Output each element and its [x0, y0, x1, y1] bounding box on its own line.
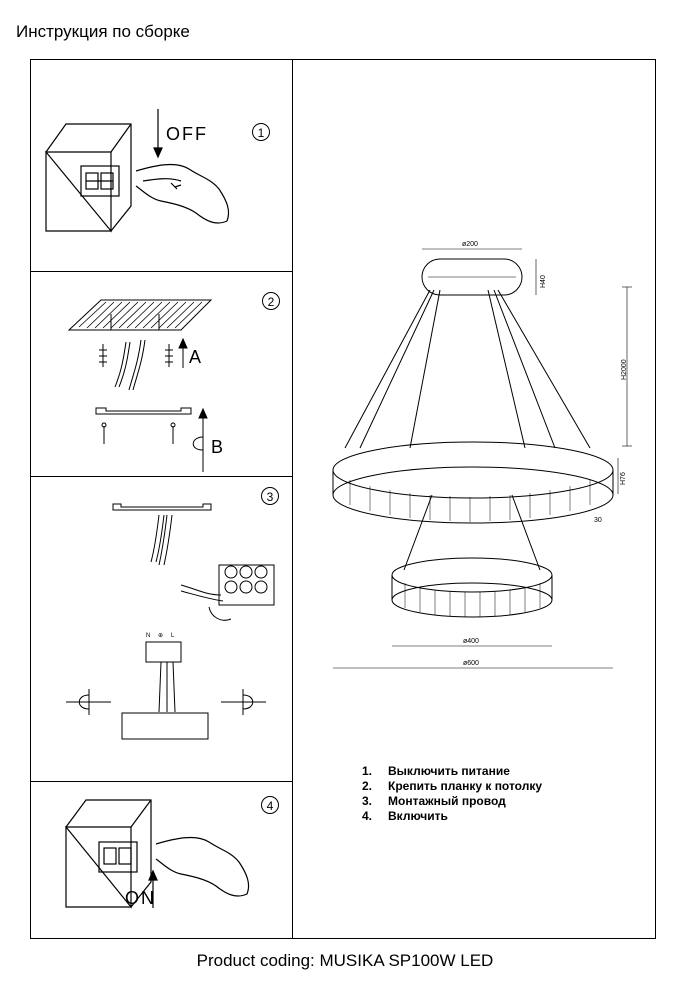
lower-ring: [391, 557, 553, 593]
step-item: 4.Включить: [362, 809, 448, 823]
up-arrow-icon: [178, 337, 188, 349]
column-divider: [292, 59, 294, 939]
step-number-3: 3: [261, 487, 279, 505]
dim-canopy-height: H40: [540, 275, 547, 288]
panel-switch-on: ON: [64, 799, 250, 909]
upper-ring: [332, 441, 614, 499]
switch-plate: [98, 841, 138, 873]
panel-switch-off: OFF: [44, 109, 230, 233]
down-arrow-icon: [153, 147, 163, 159]
rotate-arrow-icon: [192, 436, 204, 451]
rotate-arrow-icon: [242, 694, 254, 710]
step-number-1: 1: [252, 123, 270, 141]
wall-switch-box: [45, 123, 132, 232]
connector-block: [145, 641, 182, 663]
wall-plug-icon: [165, 344, 173, 367]
step-list: 1.Выключить питание 2.Крепить планку к п…: [362, 764, 542, 824]
step-number-4: 4: [261, 796, 279, 814]
panel-ceiling-mount: A B: [67, 299, 223, 472]
panel-divider: [30, 781, 292, 783]
wire: [114, 341, 127, 388]
step-number-2: 2: [262, 292, 280, 310]
step-item: 2.Крепить планку к потолку: [362, 779, 543, 793]
panel-divider: [30, 476, 292, 478]
dim-upper-diameter: ø600: [463, 660, 479, 667]
on-label: ON: [125, 888, 156, 908]
wall-switch-box: [65, 799, 152, 908]
suspension-cable: [344, 289, 431, 449]
wire: [180, 584, 222, 596]
hand-icon: [135, 163, 230, 224]
panel-wiring: N ⊕ L: [66, 503, 275, 740]
label-a: A: [189, 347, 201, 367]
dim-canopy-diameter: ø200: [462, 241, 478, 248]
canopy: [421, 258, 523, 296]
step-item: 1.Выключить питание: [362, 764, 510, 778]
off-label: OFF: [166, 124, 208, 144]
panel-divider: [30, 271, 292, 273]
canopy-body: [121, 712, 209, 740]
wall-plug-icon: [99, 344, 107, 367]
dim-suspension-height: H2000: [621, 359, 628, 380]
switch-plate: [80, 165, 120, 197]
step-item: 3.Монтажный провод: [362, 794, 506, 808]
chandelier-drawing: ø200 H40 H2000 H76 30 ø400 ø600: [332, 241, 632, 669]
terminal-label-n: N: [146, 633, 150, 639]
terminal-block: [218, 564, 275, 606]
mounting-bracket: [112, 503, 212, 511]
mounting-bracket: [95, 407, 192, 415]
product-coding: Product coding: MUSIKA SP100W LED: [196, 951, 494, 970]
dim-ring-width: 30: [594, 517, 602, 524]
up-arrow-icon: [148, 869, 158, 881]
terminal-label-earth: ⊕: [158, 633, 163, 639]
dim-lower-diameter: ø400: [463, 638, 479, 645]
document-title: Инструкция по сборке: [16, 22, 190, 41]
dim-ring-height: H76: [620, 472, 627, 485]
hand-icon: [155, 836, 250, 897]
rotate-arrow-icon: [78, 694, 90, 710]
instruction-frame: [30, 59, 656, 939]
terminal-label-l: L: [171, 633, 175, 639]
label-b: B: [211, 437, 223, 457]
ceiling-plane: [67, 299, 213, 331]
